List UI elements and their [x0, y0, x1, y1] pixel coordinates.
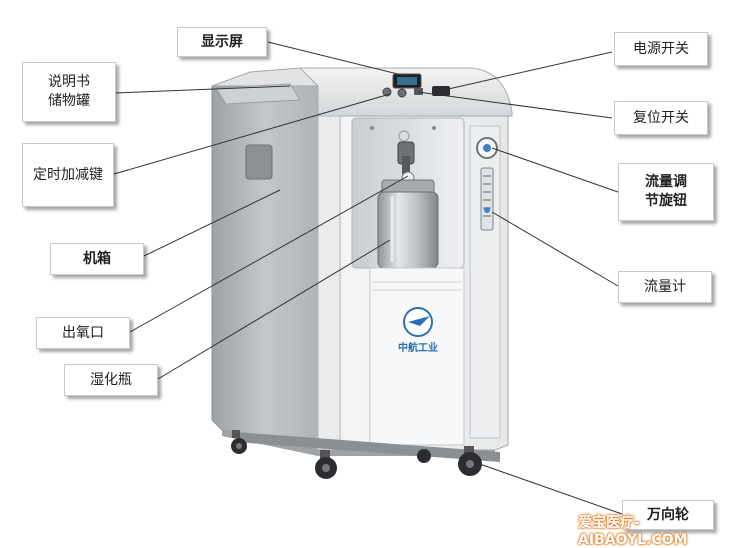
label-display-screen-text: 显示屏: [201, 33, 243, 50]
label-flow-knob: 流量调 节旋钮: [618, 163, 714, 221]
site-watermark: 爱宝医疗-AIBAOYL.COM: [578, 515, 688, 548]
caster-wheel-front-right: [458, 446, 482, 476]
leader-display-screen: [267, 41, 411, 78]
label-caster-wheel-text: 万向轮: [647, 506, 689, 523]
timer-key-plus: [397, 88, 407, 98]
label-humidifier-bottle-text: 湿化瓶: [90, 371, 132, 388]
label-timer-keys: 定时加减键: [22, 143, 114, 207]
label-flow-knob-line2: 节旋钮: [645, 193, 687, 209]
label-manual-storage-line2: 储物罐: [48, 93, 90, 109]
base-casters: [231, 430, 500, 479]
humidifier-bottle: [377, 179, 439, 269]
label-manual-storage: 说明书 储物罐: [22, 62, 116, 122]
caster-wheel-rear-left: [231, 430, 247, 454]
label-caster-wheel: 万向轮: [622, 500, 714, 530]
label-flowmeter-text: 流量计: [644, 278, 686, 295]
flow-control-column: [469, 125, 501, 439]
label-reset-switch-text: 复位开关: [633, 109, 689, 126]
leader-oxygen-outlet: [129, 175, 409, 333]
control-panel: [382, 73, 450, 98]
label-cabinet-text: 机箱: [83, 250, 111, 267]
label-power-switch: 电源开关: [614, 32, 708, 66]
label-humidifier-bottle: 湿化瓶: [64, 364, 158, 396]
leader-lines: [113, 41, 623, 515]
base-strip: [222, 430, 495, 456]
leader-caster-wheel: [473, 461, 623, 515]
front-edge: [317, 115, 341, 451]
caster-wheel-rear-right: [417, 449, 431, 463]
leader-timer-keys: [113, 93, 391, 175]
power-switch: [432, 86, 450, 96]
flowmeter-tube: [480, 167, 494, 231]
caster-wheel-front-left: [315, 450, 337, 479]
label-display-screen: 显示屏: [177, 27, 267, 57]
label-manual-storage-line1: 说明书: [48, 74, 90, 90]
leader-manual-storage: [115, 85, 291, 94]
side-handle: [245, 144, 273, 180]
leader-reset-switch: [417, 91, 613, 119]
leader-cabinet: [143, 189, 281, 257]
label-cabinet: 机箱: [50, 243, 144, 275]
reset-switch: [414, 88, 423, 95]
front-lower-cover: 中航工业: [369, 267, 465, 446]
label-flowmeter: 流量计: [618, 271, 712, 303]
label-reset-switch: 复位开关: [614, 101, 708, 135]
label-timer-keys-text: 定时加减键: [33, 166, 103, 183]
leader-flowmeter: [491, 211, 619, 287]
label-flow-knob-line1: 流量调: [645, 174, 687, 190]
leader-power-switch: [443, 51, 613, 91]
oxygen-outlet: [397, 141, 415, 185]
leader-humidifier-bottle: [157, 239, 391, 380]
label-oxygen-outlet-text: 出氧口: [62, 324, 104, 341]
brand-text: 中航工业: [398, 341, 438, 354]
label-power-switch-text: 电源开关: [633, 40, 689, 57]
label-oxygen-outlet: 出氧口: [36, 317, 130, 349]
leader-flow-knob: [491, 147, 619, 193]
manual-storage-tray: [215, 83, 301, 105]
